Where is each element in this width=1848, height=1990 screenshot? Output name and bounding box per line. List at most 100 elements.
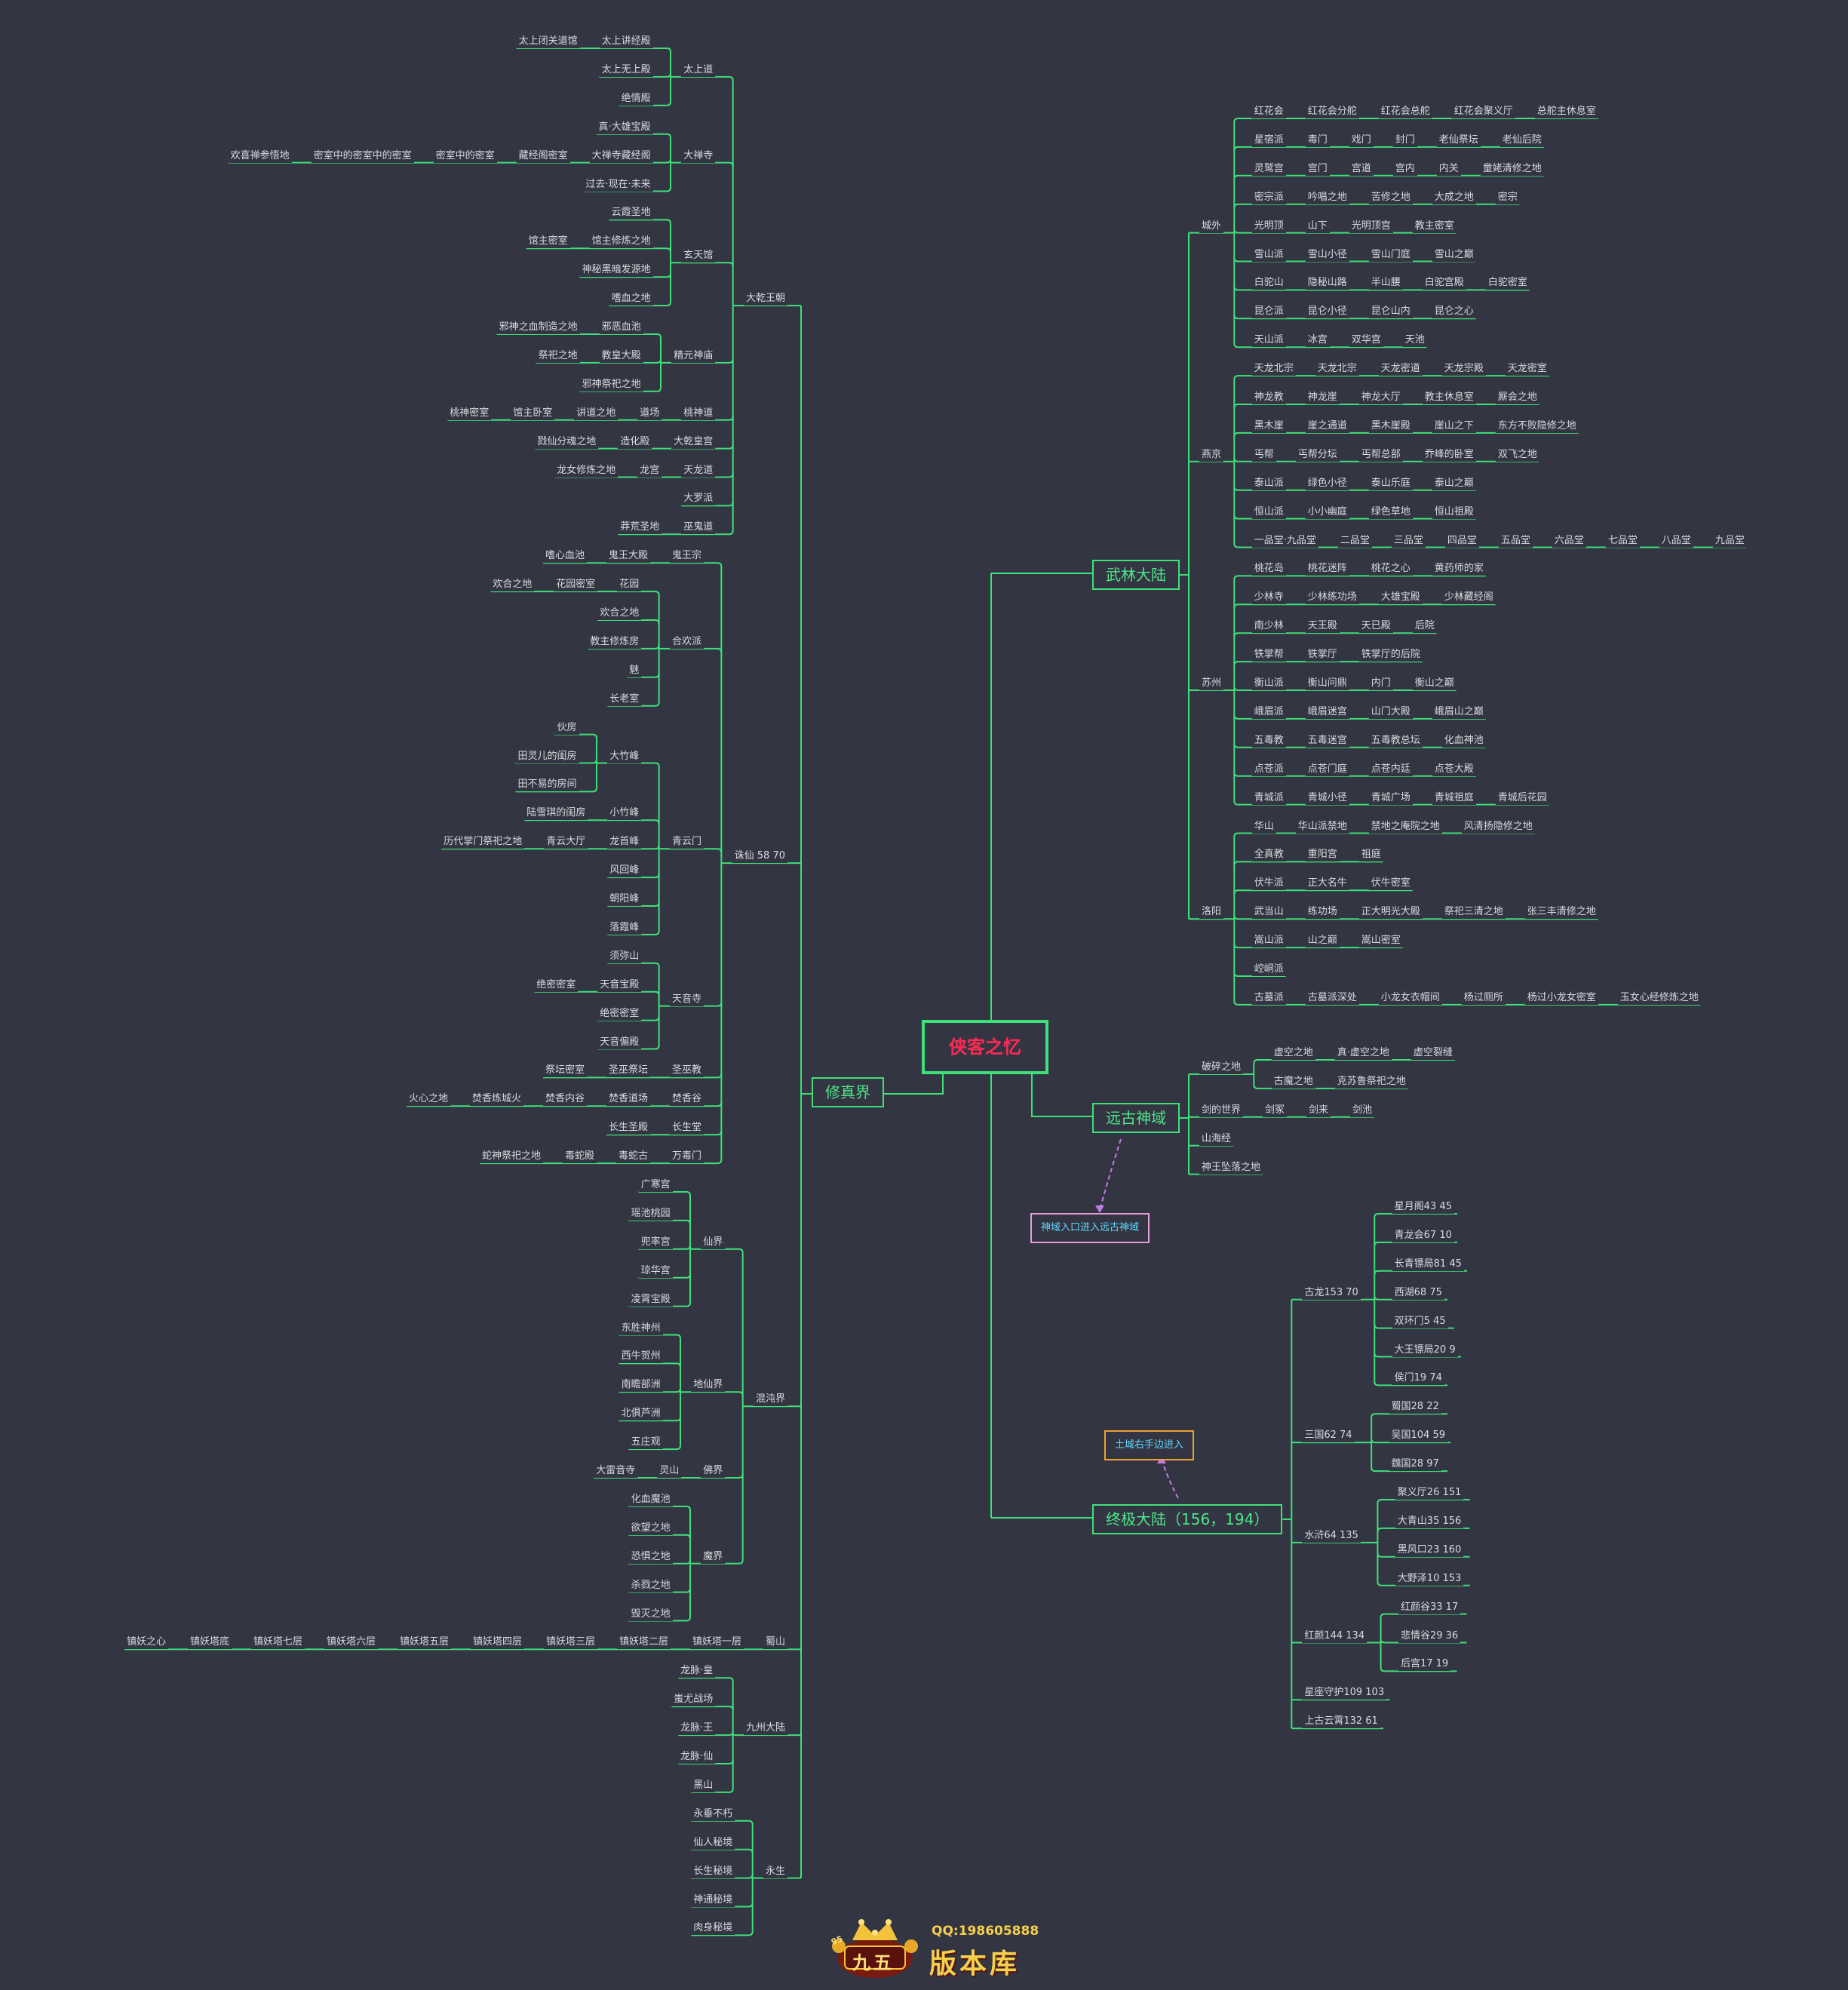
map-node-right-0-children-1-children-2-children-0-children-0: 黑木崖殿 <box>1368 419 1413 433</box>
map-node-right-0-children-2-children-4-children-0-children-0: 内门 <box>1368 677 1393 690</box>
map-node-right-0-children-0-children-7: 昆仑派 <box>1251 305 1286 319</box>
connector-line <box>579 733 597 739</box>
map-node-right-0-children-1-children-6-children-0-children-0-children-0-children-0-children-0-children-0: 七品堂 <box>1605 533 1640 548</box>
map-node-left-0-children-2-children-0-children-0: 广寒宫 <box>638 1178 673 1192</box>
connector-line <box>641 762 660 767</box>
map-node-right-0-children-3-children-6-children-0-children-0-children-0-children-0: 杨过小龙女密室 <box>1524 990 1598 1005</box>
map-node-left-0-children-0-children-0-children-2: 绝情殿 <box>619 91 653 106</box>
map-node-right-0-children-1-children-5-children-0-children-0: 绿色草地 <box>1368 505 1413 519</box>
map-node-left-0-children-2-children-0-children-2: 兜率宫 <box>638 1235 673 1249</box>
map-node-left-0-children-0-children-1-children-1-children-0-children-0-children-0: 密室中的密室中的密室 <box>311 149 414 163</box>
map-node-right-0-children-2-children-0-children-0-children-0: 桃花之心 <box>1368 562 1413 576</box>
map-node-left-0-children-4-children-1: 蚩尤战场 <box>671 1693 716 1707</box>
map-node-left-0-children-1-children-5-children-0-children-0: 焚香内谷 <box>542 1092 587 1107</box>
connector-line <box>652 273 671 278</box>
map-node-right-0-children-2-children-6-children-0-children-0: 五毒教总坛 <box>1368 733 1423 748</box>
connector-line <box>703 1102 723 1107</box>
map-node-left-0-children-0-children-2-children-1-children-0: 馆主密室 <box>526 235 570 249</box>
map-node-left-0-children-2: 混沌界 <box>753 1393 787 1407</box>
map-node-left-0-children-0-children-0-children-1: 太上无上殿 <box>599 63 653 77</box>
map-node-right-1-children-3: 神王坠落之地 <box>1199 1160 1263 1175</box>
map-node-left-0-children-1-children-7-children-0-children-0-children-0: 蛇神祭祀之地 <box>479 1150 543 1164</box>
map-node-left-0-children-3-children-0-children-0-children-0-children-0-children-0-children-0-children-0: 镇妖塔七层 <box>250 1635 305 1650</box>
map-node-right-0-children-2-children-8-children-0-children-0-children-0: 青城祖庭 <box>1432 791 1476 805</box>
map-node-right-0-children-0-children-2: 灵鹫宫 <box>1251 161 1286 176</box>
map-node-left-0-children-3-children-0-children-0: 镇妖塔二层 <box>616 1635 671 1650</box>
map-node-right-0-children-0-children-4: 光明顶 <box>1251 219 1286 233</box>
map-node-right-0-children-1-children-4-children-0-children-0-children-0: 泰山之巅 <box>1432 476 1476 490</box>
map-node-right-0-children-3-children-3: 武当山 <box>1251 905 1286 920</box>
map-node-right-0-children-1-children-6-children-0-children-0-children-0-children-0: 五品堂 <box>1498 533 1533 548</box>
map-node-right-0-children-2-children-4: 衡山派 <box>1251 677 1286 690</box>
connector-line <box>735 1902 754 1908</box>
map-node-left-0-children-0-children-4-children-0-children-0-children-0-children-0: 桃神密室 <box>447 406 492 420</box>
connector-line <box>641 819 660 825</box>
map-node-right-0-children-2-children-5-children-0-children-0: 山门大殿 <box>1368 705 1413 719</box>
map-node-right-0-children-3-children-6-children-0-children-0-children-0: 杨过厕所 <box>1461 990 1506 1005</box>
connector-line <box>1233 514 1252 520</box>
map-node-left-0-children-0-children-2-children-1: 馆主修炼之地 <box>589 235 653 249</box>
map-node-left-0-children-0-children-2-children-2: 神秘黑暗发源地 <box>579 263 653 278</box>
map-node-right-0-children-0-children-7-children-0-children-0-children-0: 昆仑之心 <box>1432 305 1476 319</box>
map-node-right-0-children-2-children-2: 南少林 <box>1251 619 1286 634</box>
map-node-right-0-children-1-children-6-children-0: 二品堂 <box>1337 533 1372 548</box>
map-node-left-0-children-2-children-3-children-3: 杀戮之地 <box>628 1578 673 1592</box>
map-node-left-0-children-1-children-7: 万毒门 <box>669 1150 704 1164</box>
watermark-qq: QQ:198605888 <box>932 1924 1039 1939</box>
map-node-left-0-children-4-children-4: 黑山 <box>691 1778 716 1792</box>
connector-line <box>652 302 671 307</box>
map-node-right-2-children-2-children-0: 聚义厅26 151 <box>1395 1486 1464 1500</box>
connector-line <box>725 1391 744 1396</box>
crown-badge-icon <box>832 1919 918 1978</box>
map-node-left-0-children-0-children-0-children-0-children-0: 太上闭关道馆 <box>516 35 580 48</box>
map-node-left-0-children-1-children-2-children-0-children-2: 田不易的房间 <box>515 778 579 792</box>
connector-line <box>1233 944 1252 949</box>
map-node-right-0-children-2-children-6-children-0-children-0-children-0: 化血神池 <box>1441 733 1486 748</box>
connector-line <box>715 75 734 81</box>
map-node-left-0-children-0-children-3-children-1: 教皇大殿 <box>599 349 643 363</box>
map-node-right-2-children-0-children-3: 西湖68 75 <box>1392 1285 1444 1300</box>
map-node-right-0-children-1-children-4: 泰山派 <box>1251 476 1286 490</box>
map-node-right-0-children-0-children-1-children-0-children-0: 戏门 <box>1349 133 1374 147</box>
map-node-left-0-children-0-children-2-children-0: 云霞圣地 <box>609 206 653 220</box>
map-node-right-0-children-0-children-3-children-0-children-0-children-0-children-0: 密宗 <box>1495 190 1520 204</box>
connector-line <box>1371 1439 1389 1444</box>
map-node-right-1-children-1-children-0-children-0-children-0: 剑池 <box>1350 1103 1375 1117</box>
map-node-right-0-children-0-children-0-children-0-children-0-children-0: 红花会聚义厅 <box>1451 105 1515 118</box>
connector-line <box>1374 1241 1392 1246</box>
map-node-right-0-children-3-children-6-children-0-children-0: 小龙女衣帽间 <box>1378 990 1442 1005</box>
map-node-right-0-children-1-children-4-children-0: 绿色小径 <box>1305 476 1349 490</box>
map-node-right-0-children-3: 洛阳 <box>1199 905 1223 920</box>
map-node-right-2-children-3: 红颜144 134 <box>1302 1629 1368 1643</box>
map-node-left-0-children-1-children-3: 天音寺 <box>669 992 704 1006</box>
map-node-left-0-children-4-children-2: 龙脉·王 <box>678 1721 716 1736</box>
map-node-left-0-children-1-children-6-children-0: 长生圣殿 <box>606 1121 650 1135</box>
connector-line <box>662 1388 681 1393</box>
map-node-left-0-children-1-children-0-children-0-children-0: 嗜心血池 <box>542 549 587 564</box>
map-node-left-0-children-0: 大乾王朝 <box>743 292 787 306</box>
map-node-right-0-children-3-children-0: 华山 <box>1251 819 1276 834</box>
map-node-left-0-children-2-children-1-children-0: 东胜神州 <box>619 1321 663 1335</box>
connector-line <box>672 1534 691 1539</box>
connector-line <box>1377 1527 1395 1532</box>
map-node-left-0-children-5-children-3: 神通秘境 <box>691 1893 735 1907</box>
map-node-right-2-children-3-children-1: 悲情谷29 36 <box>1398 1629 1461 1643</box>
map-node-right-0-children-3-children-3-children-0: 练功场 <box>1305 905 1340 920</box>
connector-line <box>1233 1000 1252 1006</box>
map-node-left-0-children-0-children-1: 大禅寺 <box>681 149 716 163</box>
map-node-right-2-children-3-children-2: 后宫17 19 <box>1398 1657 1451 1672</box>
map-node-right-0-children-0-children-3: 密宗派 <box>1251 190 1286 204</box>
map-node-left-0-children-1-children-3-children-1-children-0: 绝密密室 <box>534 978 579 992</box>
map-node-left-0-children-1-children-2-children-4: 朝阳峰 <box>607 892 642 906</box>
map-node-left-0-children-0-children-6-children-0: 龙宫 <box>637 463 662 478</box>
map-node-right-0-children-0-children-0-children-0: 红花会分舵 <box>1305 105 1359 118</box>
map-node-left-0-children-2-children-2-children-0-children-0: 大雷音寺 <box>594 1464 638 1478</box>
map-node-left-0-children-1-children-2: 青云门 <box>669 835 704 849</box>
map-node-right-0-children-2-children-7-children-0: 点苍门庭 <box>1305 762 1349 776</box>
map-node-left-0-children-0-children-6: 天龙道 <box>681 463 716 478</box>
map-node-right-2-children-0-children-0: 星月阁43 45 <box>1392 1200 1454 1214</box>
connector-line <box>1233 257 1252 263</box>
map-node-left-0-children-1-children-7-children-0: 毒蛇古 <box>615 1150 650 1164</box>
map-node-right-2-children-2-children-2: 黑风口23 160 <box>1395 1543 1464 1557</box>
map-node-left-0-children-2-children-3-children-0: 化血魔池 <box>628 1492 673 1506</box>
